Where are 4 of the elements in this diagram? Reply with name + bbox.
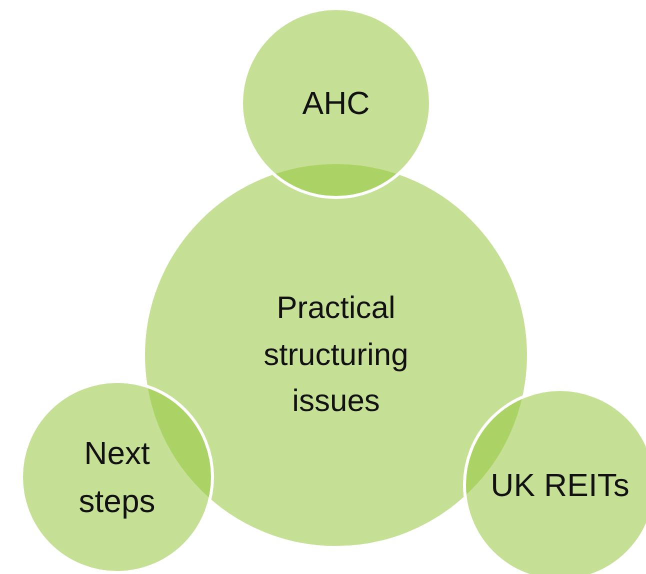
circle-label: UK REITs [490, 466, 630, 505]
circle-label: AHC [302, 84, 370, 123]
circle-label: Next steps [78, 434, 156, 521]
circle-label: Practical structuring issues [262, 289, 410, 420]
